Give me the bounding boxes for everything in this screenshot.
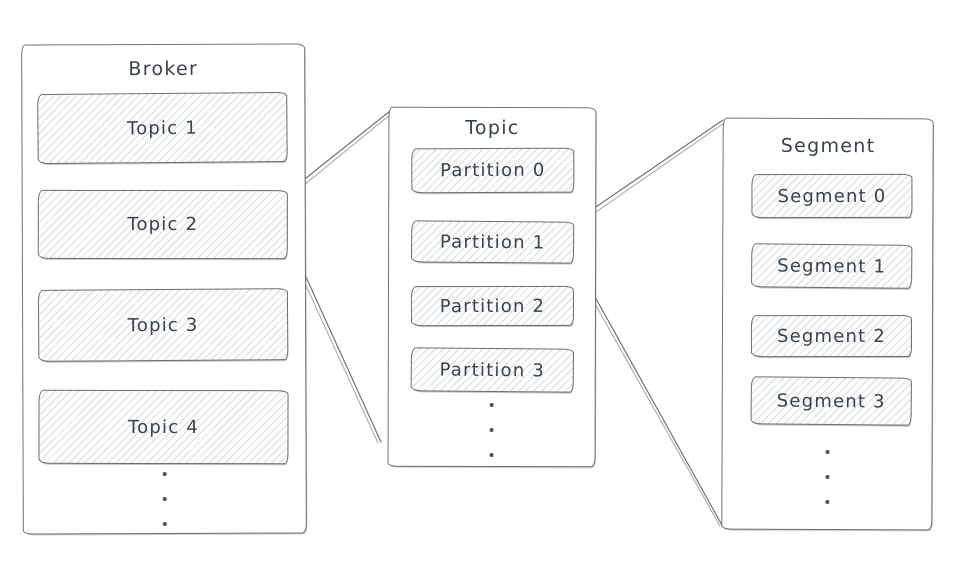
segment-1-box: Segment 1 (750, 243, 913, 289)
segment-vertical-ellipsis (824, 449, 830, 505)
segment-title: Segment (780, 134, 876, 158)
ellipsis-dot (162, 471, 167, 477)
topic-vertical-ellipsis (489, 402, 494, 458)
segment-0-box: Segment 0 (751, 173, 913, 219)
connector-partition1-to-segment-lower-stroke2 (571, 262, 721, 527)
segment-3-box: Segment 3 (750, 376, 912, 426)
ellipsis-dot (489, 452, 494, 458)
topic-partition-0-box: Partition 0 (411, 147, 575, 194)
broker-topic-3-box: Topic 3 (37, 288, 289, 362)
broker-container: Broker Topic 1 Topic 2 Topic 3 Topic 4 (21, 43, 307, 535)
connector-topic2-to-topic-upper-stroke2 (292, 113, 392, 195)
ellipsis-dot (162, 521, 167, 527)
broker-topic-4-box: Topic 4 (38, 389, 289, 465)
ellipsis-dot (162, 496, 167, 502)
connector-topic2-to-topic-upper (290, 110, 391, 191)
topic-partition-3-box: Partition 3 (410, 347, 574, 393)
ellipsis-dot (489, 402, 494, 408)
connector-topic2-to-topic-lower-stroke2 (292, 256, 379, 444)
ellipsis-dot (824, 499, 829, 505)
topic-title: Topic (465, 116, 520, 140)
broker-topic-2-box: Topic 2 (37, 189, 288, 260)
broker-title: Broker (128, 57, 199, 81)
ellipsis-dot (824, 474, 829, 480)
connector-topic2-to-topic-lower (295, 254, 382, 443)
topic-partition-2-box: Partition 2 (410, 285, 574, 327)
ellipsis-dot (825, 449, 830, 455)
segment-container: Segment Segment 0 Segment 1 Segment 2 Se… (721, 117, 934, 531)
segment-2-box: Segment 2 (750, 314, 912, 358)
connector-partition1-to-segment-upper-stroke2 (572, 122, 725, 229)
broker-vertical-ellipsis (162, 471, 167, 527)
broker-topic-1-box: Topic 1 (37, 91, 288, 165)
connector-partition1-to-segment-upper (570, 119, 724, 225)
connector-partition1-to-segment-lower (574, 260, 724, 528)
ellipsis-dot (489, 427, 494, 433)
topic-partition-1-box: Partition 1 (410, 220, 575, 264)
topic-container: Topic Partition 0 Partition 1 Partition … (387, 106, 597, 468)
